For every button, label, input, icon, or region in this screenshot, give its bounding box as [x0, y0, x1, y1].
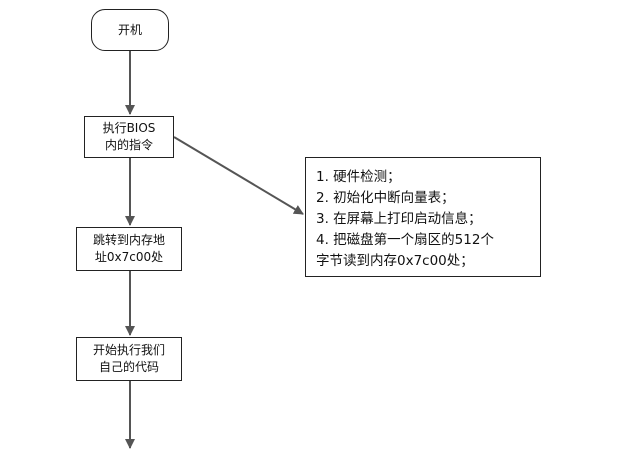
note-line-3: 3. 在屏幕上打印启动信息；	[316, 211, 482, 227]
start-node-label: 开机	[117, 22, 142, 37]
bios-node: 执行BIOS 内的指令	[84, 116, 174, 158]
jump-node-line-2: 址0x7c00处	[94, 250, 164, 264]
note-line-2: 2. 初始化中断向量表；	[316, 190, 455, 206]
arrow-bios-to-note	[173, 136, 304, 215]
jump-node-line-1: 跳转到内存地	[92, 233, 165, 247]
bios-node-line-2: 内的指令	[104, 138, 153, 152]
bios-tasks-note: 1. 硬件检测； 2. 初始化中断向量表； 3. 在屏幕上打印启动信息； 4. …	[305, 157, 541, 277]
note-line-5: 字节读到内存0x7c00处；	[316, 253, 474, 269]
exec-node: 开始执行我们 自己的代码	[76, 337, 182, 381]
note-line-4: 4. 把磁盘第一个扇区的512个	[316, 232, 494, 248]
exec-node-line-1: 开始执行我们	[92, 343, 165, 357]
exec-node-line-2: 自己的代码	[98, 360, 159, 374]
start-node: 开机	[91, 9, 169, 51]
bios-node-line-1: 执行BIOS	[102, 121, 156, 135]
note-line-1: 1. 硬件检测；	[316, 169, 401, 185]
jump-node: 跳转到内存地 址0x7c00处	[76, 227, 182, 271]
